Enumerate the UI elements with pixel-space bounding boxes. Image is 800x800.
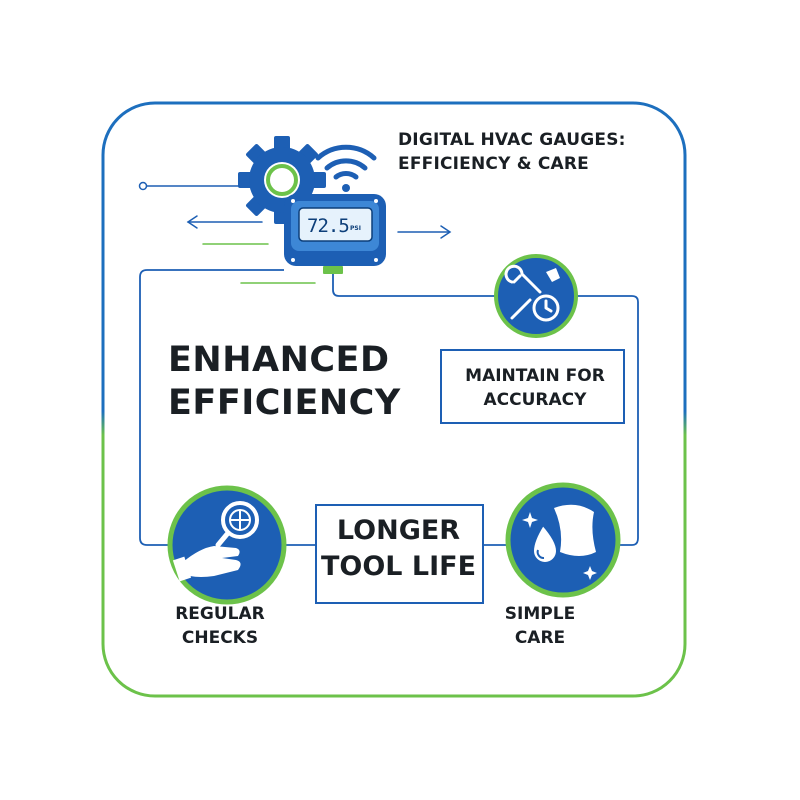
maintain-line-1: MAINTAIN FOR <box>465 366 605 386</box>
title-line-1: DIGITAL HVAC GAUGES: <box>398 130 626 150</box>
simple-care-label: SIMPLE CARE <box>470 602 610 650</box>
wifi-icon <box>315 144 377 192</box>
center-heading-line-2: EFFICIENCY <box>168 383 401 423</box>
title-line-2: EFFICIENCY & CARE <box>398 154 589 174</box>
gauge-unit: PSI <box>350 225 361 232</box>
center-heading-line-1: ENHANCED <box>168 340 390 380</box>
longer-line-2: TOOL LIFE <box>320 551 477 582</box>
regular-line-1: REGULAR <box>175 604 265 624</box>
regular-line-2: CHECKS <box>181 628 259 648</box>
longer-box <box>315 504 484 604</box>
decor-lines <box>138 181 452 284</box>
regular-checks-label: REGULAR CHECKS <box>150 602 290 650</box>
simple-line-2: CARE <box>514 628 566 648</box>
maintain-label: MAINTAIN FOR ACCURACY <box>446 364 624 412</box>
wrench-clock-icon <box>494 254 578 338</box>
outer-frame <box>101 101 687 698</box>
maintain-box <box>440 349 625 424</box>
maintain-line-2: ACCURACY <box>483 390 587 410</box>
page-title: DIGITAL HVAC GAUGES: EFFICIENCY & CARE <box>398 128 626 176</box>
center-heading: ENHANCED EFFICIENCY <box>168 339 401 425</box>
water-drop-cloth-icon <box>505 482 621 598</box>
flow-connectors <box>139 269 639 546</box>
digital-gauge <box>284 194 386 274</box>
longer-tool-life-label: LONGER TOOL LIFE <box>315 513 482 585</box>
longer-line-1: LONGER <box>336 515 461 546</box>
gauge-reading: 72.5 <box>307 215 350 237</box>
simple-line-1: SIMPLE <box>504 604 576 624</box>
magnifier-hand-icon <box>167 485 287 605</box>
